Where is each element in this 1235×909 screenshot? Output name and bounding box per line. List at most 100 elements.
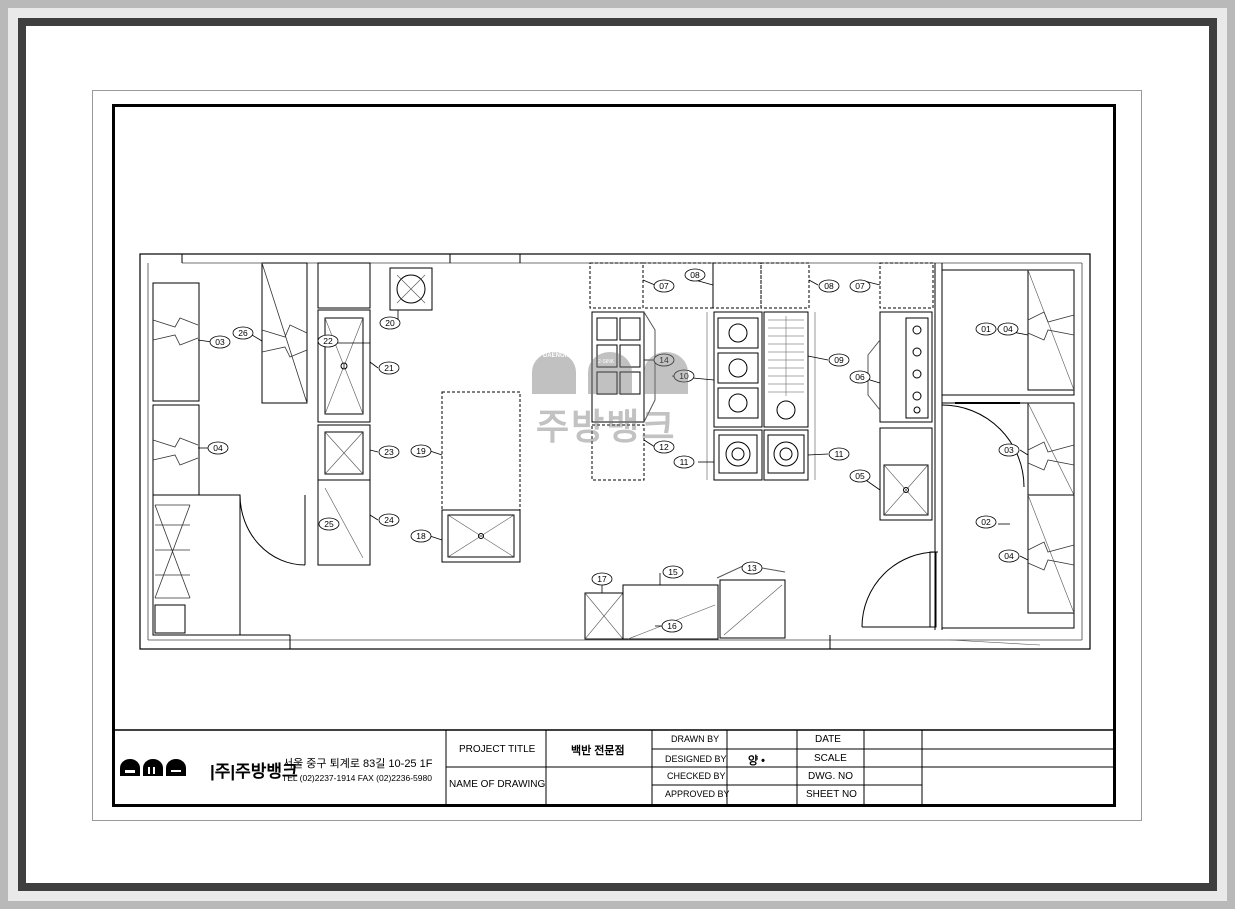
callout-05: 05 [849, 469, 871, 483]
svg-text:05: 05 [855, 471, 865, 481]
svg-text:25: 25 [324, 519, 334, 529]
callout-15: 15 [662, 565, 684, 579]
right-room-lower [941, 402, 1075, 629]
counter-22 [317, 309, 371, 423]
shelf-07-left [589, 262, 644, 309]
svg-text:23: 23 [384, 447, 394, 457]
svg-text:03: 03 [1004, 445, 1014, 455]
project-title-label: PROJECT TITLE [459, 744, 536, 755]
svg-text:14: 14 [659, 355, 669, 365]
sink-18 [441, 509, 521, 563]
callout-07-left: 07 [653, 279, 675, 293]
watermark-text: 주방뱅크 [536, 406, 677, 447]
company-contact: TEL (02)2237-1914 FAX (02)2236-5980 [282, 773, 432, 783]
counter-16 [622, 584, 719, 640]
callout-03-right: 03 [998, 443, 1020, 457]
approved-by-label: APPROVED BY [665, 789, 730, 799]
counter-12 [591, 424, 645, 481]
callout-18: 18 [410, 529, 432, 543]
name-of-drawing-label: NAME OF DRAWING [449, 779, 546, 790]
drawn-by-label: DRAWN BY [671, 734, 720, 744]
sheet-border [112, 104, 1116, 807]
fridge-13 [719, 579, 786, 639]
svg-text:17: 17 [597, 574, 607, 584]
designed-by-label: DESIGNED BY [665, 754, 727, 764]
door-swing-right-lower [861, 551, 939, 628]
callout-04-lower: 04 [998, 549, 1020, 563]
callout-13: 13 [741, 561, 763, 575]
drawing-sheet [92, 90, 1142, 821]
svg-text:18: 18 [416, 531, 426, 541]
svg-text:06: 06 [855, 372, 865, 382]
svg-text:08: 08 [824, 281, 834, 291]
watermark-logo [532, 352, 688, 394]
dwg-no-label: DWG. NO [808, 771, 853, 782]
door-swing-right-upper [941, 404, 1025, 488]
svg-text:11: 11 [835, 449, 844, 459]
svg-text:02: 02 [981, 517, 991, 527]
svg-text:10: 10 [679, 371, 689, 381]
callout-20: 20 [379, 316, 401, 330]
work-table-19 [441, 391, 521, 511]
svg-text:16: 16 [667, 621, 677, 631]
svg-text:13: 13 [747, 563, 757, 573]
scale-label: SCALE [814, 753, 847, 764]
callout-06: 06 [849, 370, 871, 384]
callout-21: 21 [378, 361, 400, 375]
svg-text:15: 15 [668, 567, 678, 577]
callout-26: 26 [232, 326, 254, 340]
svg-text:09: 09 [834, 355, 844, 365]
checked-by-label: CHECKED BY [667, 771, 726, 781]
svg-text:01: 01 [981, 324, 991, 334]
date-label: DATE [815, 734, 841, 745]
callout-11-left: 11 [673, 455, 695, 469]
left-shelf-lower [152, 404, 200, 496]
sheet-no-label: SHEET NO [806, 789, 857, 800]
callout-08-right: 08 [818, 279, 840, 293]
counter-06 [879, 311, 933, 423]
callout-17: 17 [591, 572, 613, 586]
svg-text:11: 11 [680, 457, 689, 467]
svg-text:20: 20 [385, 318, 395, 328]
callout-07-right: 07 [849, 279, 871, 293]
svg-text:04: 04 [1003, 324, 1013, 334]
counter-25 [317, 479, 371, 566]
fan-20 [389, 267, 433, 311]
svg-text:12: 12 [659, 442, 669, 452]
range-10 [713, 311, 763, 428]
svg-text:04: 04 [1004, 551, 1014, 561]
callout-09: 09 [828, 353, 850, 367]
designed-by-value: 양 • [748, 755, 766, 767]
svg-text:26: 26 [238, 328, 248, 338]
svg-text:03: 03 [215, 337, 225, 347]
callout-16: 16 [661, 619, 683, 633]
callout-04-left: 04 [207, 441, 229, 455]
svg-text:22: 22 [323, 336, 333, 346]
shelf-08-a [712, 262, 762, 309]
svg-text:19: 19 [416, 446, 426, 456]
company-address: 서울 중구 퇴계로 83길 10-25 1F [283, 758, 433, 770]
wall-outline [139, 253, 1091, 650]
project-title-value: 백반 전문점 [571, 745, 625, 757]
sink-05 [879, 427, 933, 521]
watermark-caption: DAENON [543, 353, 570, 359]
callout-19: 19 [410, 444, 432, 458]
callout-01: 01 [975, 322, 997, 336]
callout-04-upper: 04 [997, 322, 1019, 336]
callout-08-left: 08 [684, 268, 706, 282]
svg-text:07: 07 [855, 281, 865, 291]
svg-text:07: 07 [659, 281, 669, 291]
left-partition [152, 494, 241, 636]
callout-22: 22 [317, 334, 339, 348]
callout-23: 23 [378, 445, 400, 459]
svg-text:08: 08 [690, 270, 700, 280]
callout-25: 25 [318, 517, 340, 531]
callout-02: 02 [975, 515, 997, 529]
svg-text:24: 24 [384, 515, 394, 525]
sink-14 [591, 311, 645, 423]
callout-10: 10 [673, 369, 695, 383]
callout-24: 24 [378, 513, 400, 527]
svg-text:21: 21 [384, 363, 394, 373]
company-name: |주|주방뱅크 [210, 762, 298, 781]
